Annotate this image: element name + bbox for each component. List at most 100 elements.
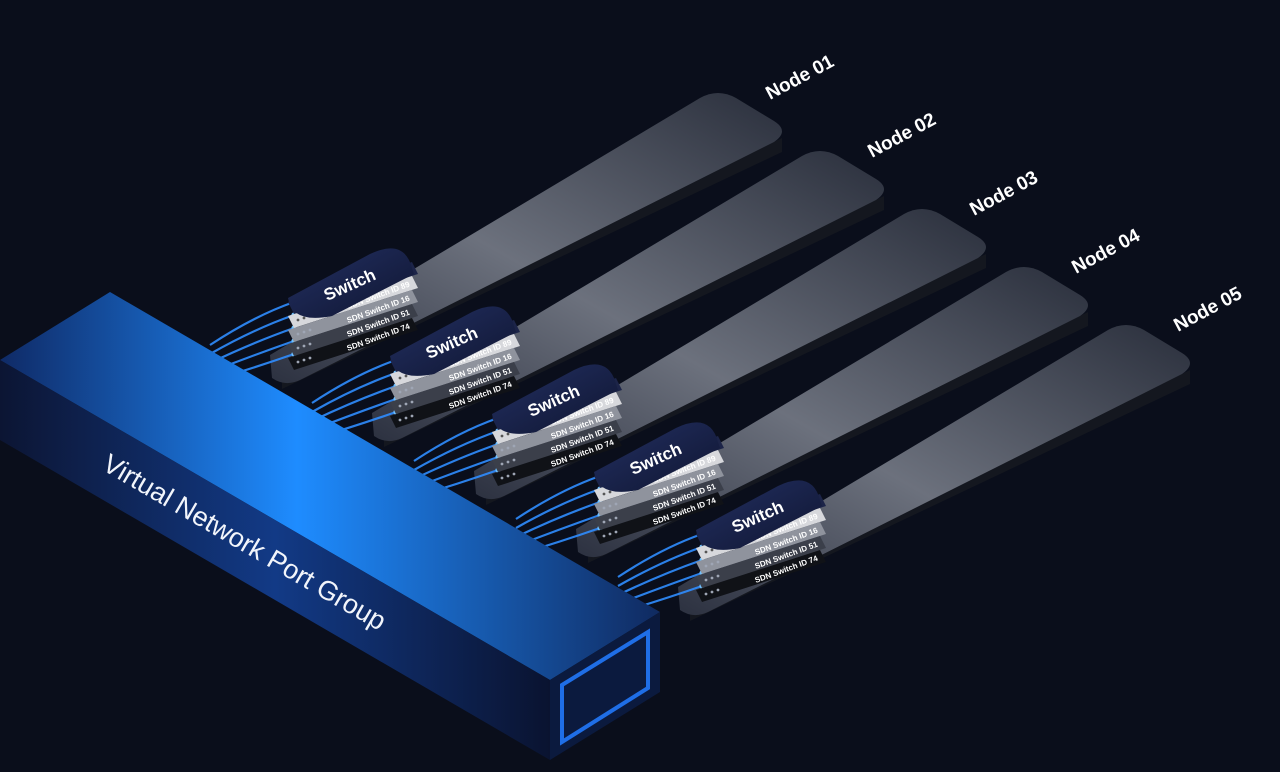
port-dot (512, 458, 516, 462)
port-dot (608, 490, 612, 494)
switch-row (696, 536, 826, 588)
port-dot (506, 474, 510, 478)
switch-row (696, 550, 826, 602)
port-dot (710, 548, 714, 552)
port-dot (608, 518, 612, 522)
port-dot (512, 444, 516, 448)
port-dot (404, 416, 408, 420)
port-dot (308, 328, 312, 332)
port-dot (398, 404, 402, 408)
port-dot (302, 344, 306, 348)
port-dot (614, 516, 618, 520)
switch-row (288, 318, 418, 370)
port-dot (398, 418, 402, 422)
port-dot (398, 390, 402, 394)
port-dot (704, 578, 708, 582)
cable (311, 371, 397, 413)
port-dot (710, 590, 714, 594)
port-dot (308, 342, 312, 346)
switch-row (390, 362, 520, 414)
node-label-3: Node 03 (966, 167, 1041, 220)
port-dot (296, 318, 300, 322)
port-dot (512, 472, 516, 476)
port-dot (410, 386, 414, 390)
switch-row (288, 290, 418, 342)
port-dot (716, 588, 720, 592)
node-label-5: Node 05 (1170, 283, 1246, 336)
port-dot (704, 564, 708, 568)
cable (617, 545, 703, 587)
port-dot (602, 534, 606, 538)
port-dot (296, 332, 300, 336)
port-dot (506, 446, 510, 450)
switch-cap (696, 480, 822, 550)
port-dot (710, 576, 714, 580)
port-dot (602, 506, 606, 510)
switch-row (696, 522, 826, 574)
port-dot (404, 374, 408, 378)
port-dot (500, 434, 504, 438)
port-dot (614, 502, 618, 506)
cable (515, 487, 601, 529)
cable (209, 313, 295, 355)
switch-cap (288, 248, 414, 318)
port-dot (704, 550, 708, 554)
port-dot (716, 574, 720, 578)
port-dot (302, 316, 306, 320)
switch-row (492, 406, 622, 458)
port-dot (296, 346, 300, 350)
port-dot (302, 330, 306, 334)
port-group-end-face (550, 612, 660, 760)
port-dot (506, 460, 510, 464)
port-dot (704, 592, 708, 596)
cable (413, 429, 499, 471)
port-dot (710, 562, 714, 566)
cable (617, 558, 703, 596)
port-dot (716, 560, 720, 564)
port-dot (500, 462, 504, 466)
port-dot (500, 448, 504, 452)
port-dot (296, 360, 300, 364)
cable (617, 532, 703, 578)
switch-cap (390, 306, 516, 376)
cable (413, 416, 499, 462)
switch-row (288, 304, 418, 356)
port-dot (614, 530, 618, 534)
port-dot (410, 414, 414, 418)
cable (311, 358, 397, 404)
port-dot (398, 376, 402, 380)
node-label-1: Node 01 (762, 51, 838, 104)
port-dot (302, 358, 306, 362)
port-dot (500, 476, 504, 480)
port-dot (308, 356, 312, 360)
switch-row (390, 348, 520, 400)
cable (515, 500, 601, 538)
cable (515, 474, 601, 520)
port-dot (608, 504, 612, 508)
port-dot (608, 532, 612, 536)
switch-cap (492, 364, 618, 434)
switch-row (594, 478, 724, 530)
port-dot (404, 388, 408, 392)
switch-cap (594, 422, 720, 492)
port-group-top-face (0, 292, 660, 680)
port-group-end-frame (560, 628, 650, 746)
switch-row (594, 492, 724, 544)
switch-row (492, 420, 622, 472)
switch-row (492, 434, 622, 486)
port-dot (410, 400, 414, 404)
port-group-front-face (0, 360, 550, 760)
port-dot (602, 492, 606, 496)
switch-row (594, 464, 724, 516)
node-label-2: Node 02 (864, 109, 939, 162)
cable (209, 300, 295, 346)
port-dot (404, 402, 408, 406)
switch-row (390, 376, 520, 428)
node-label-4: Node 04 (1068, 225, 1144, 278)
port-dot (506, 432, 510, 436)
